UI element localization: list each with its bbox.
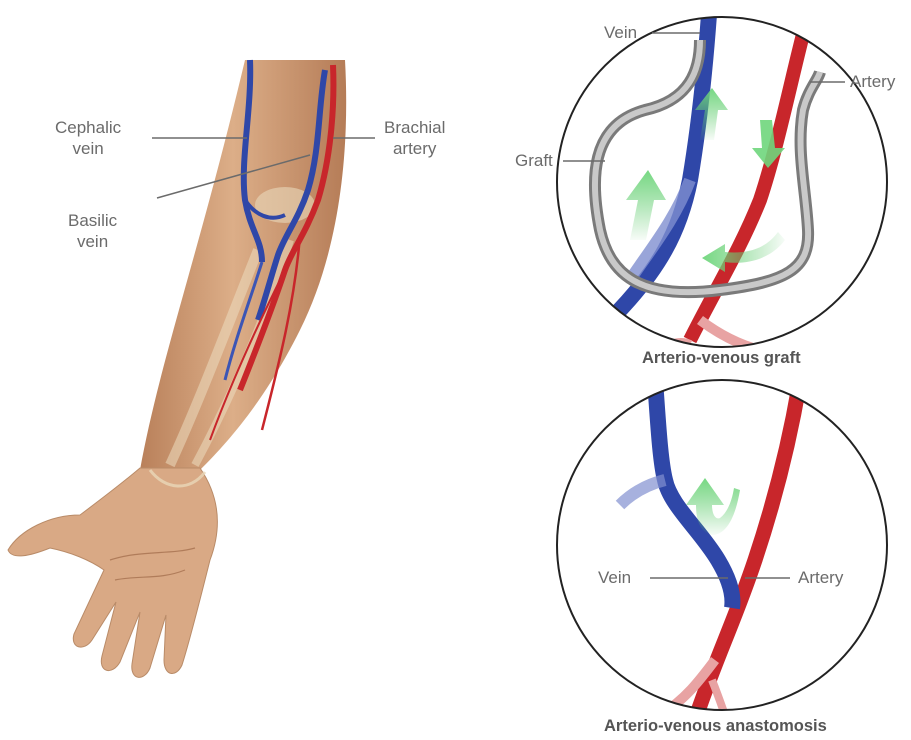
- cephalic-vein-label-line2: vein: [55, 138, 121, 159]
- graft-graft-label: Graft: [515, 150, 553, 171]
- graft-caption: Arterio-venous graft: [642, 349, 801, 368]
- cephalic-vein-label-line1: Cephalic: [55, 117, 121, 138]
- hand: [8, 468, 217, 677]
- graft-panel-circle: [557, 17, 887, 347]
- basilic-vein-label-line1: Basilic: [68, 210, 117, 231]
- anastomosis-vein-label: Vein: [598, 567, 631, 588]
- graft-vein-label: Vein: [604, 22, 637, 43]
- forearm: [140, 60, 346, 470]
- anastomosis-caption: Arterio-venous anastomosis: [604, 717, 827, 736]
- brachial-artery-label-line2: artery: [384, 138, 445, 159]
- brachial-artery-label: Brachial artery: [384, 117, 445, 159]
- brachial-artery-label-line1: Brachial: [384, 117, 445, 138]
- graft-panel: [557, 0, 887, 350]
- basilic-vein-label-line2: vein: [68, 231, 117, 252]
- anastomosis-panel: [557, 380, 887, 730]
- graft-artery-label: Artery: [850, 71, 895, 92]
- cephalic-vein-label: Cephalic vein: [55, 117, 121, 159]
- basilic-vein-label: Basilic vein: [68, 210, 117, 252]
- anastomosis-artery-label: Artery: [798, 567, 843, 588]
